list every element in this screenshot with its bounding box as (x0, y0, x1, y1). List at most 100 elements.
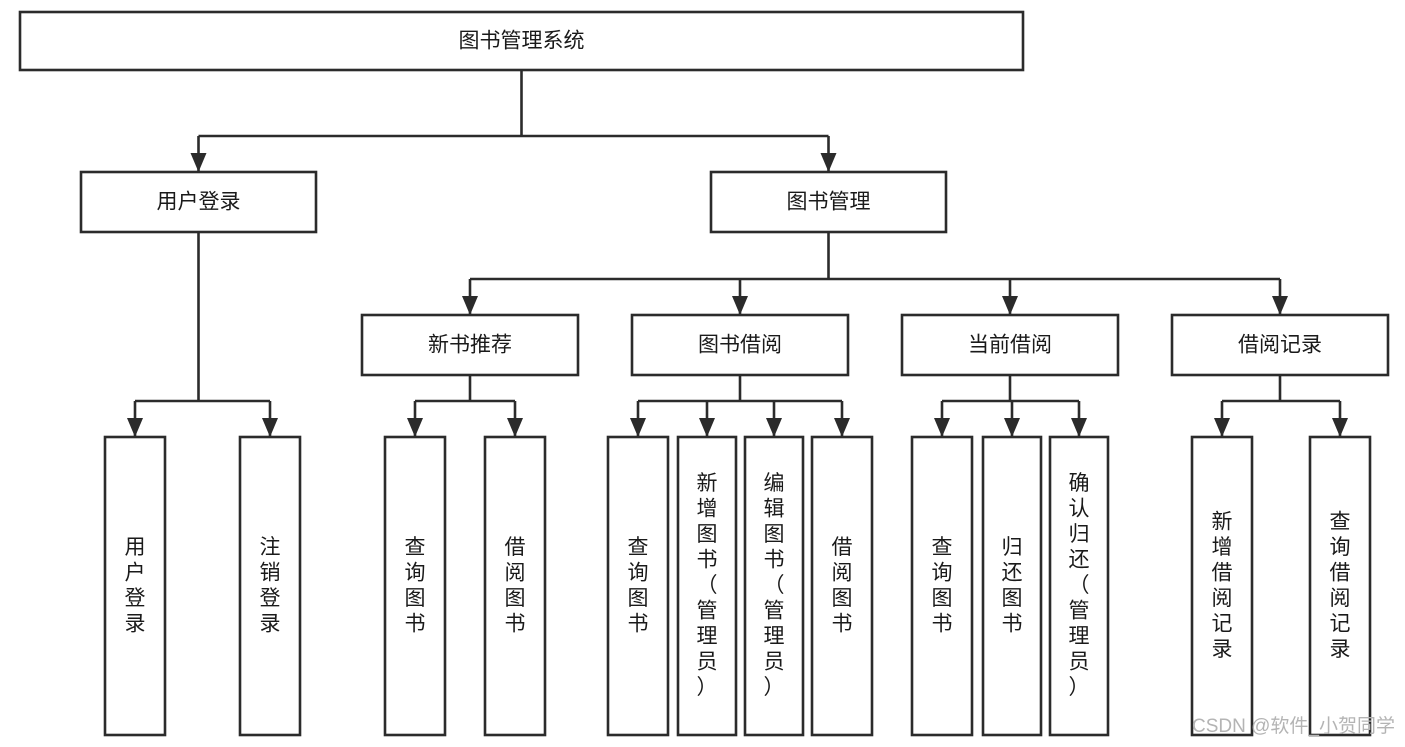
node-box-user-login[interactable] (79, 170, 318, 234)
node-label-char: 理 (764, 625, 785, 648)
node-leaf-user-login[interactable]: 用户登录 (103, 435, 167, 737)
arrow-head-icon (699, 418, 715, 437)
node-leaf-confirm-return-admin[interactable]: 确认归还（管理员） (1048, 435, 1110, 737)
connector-group-root (190, 70, 837, 172)
node-label-char: 理 (1069, 625, 1090, 648)
arrow-head-icon (507, 418, 523, 437)
arrow-head-icon (732, 296, 748, 315)
node-new-book-recommend[interactable]: 新书推荐 (360, 313, 580, 377)
arrow-head-icon (630, 418, 646, 437)
node-leaf-add-book-admin[interactable]: 新增图书（管理员） (676, 435, 738, 737)
node-label-leaf-query-book-borrow: 查询图书 (628, 535, 649, 635)
node-label-char: （ (764, 574, 785, 597)
node-label-char: 图 (505, 586, 526, 609)
node-label-char: 认 (1069, 497, 1090, 520)
node-label-leaf-add-book-admin: 新增图书（管理员） (697, 472, 718, 699)
node-label-char: 辑 (764, 497, 785, 520)
node-label-char: 书 (628, 612, 649, 635)
node-book-borrow[interactable]: 图书借阅 (630, 313, 850, 377)
node-label-char: 员 (764, 650, 785, 673)
arrow-head-icon (1002, 296, 1018, 315)
node-box-leaf-query-book-recommend[interactable] (383, 435, 447, 737)
node-label-char: 询 (628, 561, 649, 584)
connector-group-borrow-record (1214, 375, 1348, 437)
node-box-leaf-add-book-admin[interactable] (676, 435, 738, 737)
arrow-head-icon (1214, 418, 1230, 437)
node-label-char: 查 (628, 535, 649, 558)
node-leaf-query-book-current[interactable]: 查询图书 (910, 435, 974, 737)
node-label-char: 借 (1330, 561, 1351, 584)
node-box-leaf-return-book[interactable] (981, 435, 1043, 737)
node-box-leaf-query-borrow-record[interactable] (1308, 435, 1372, 737)
arrow-head-icon (127, 418, 143, 437)
node-label-char: 图 (832, 586, 853, 609)
node-box-new-book-recommend[interactable] (360, 313, 580, 377)
node-box-leaf-query-book-borrow[interactable] (606, 435, 670, 737)
node-label-char: 新 (697, 472, 718, 495)
node-leaf-query-book-borrow[interactable]: 查询图书 (606, 435, 670, 737)
node-label-char: 新 (1212, 510, 1233, 533)
arrow-head-icon (934, 418, 950, 437)
node-box-leaf-query-book-current[interactable] (910, 435, 974, 737)
node-label-char: 阅 (1330, 586, 1351, 609)
node-label-char: 图 (697, 523, 718, 546)
connector-group-current-borrow (934, 375, 1087, 437)
node-label-char: 录 (125, 612, 146, 635)
arrow-head-icon (766, 418, 782, 437)
node-box-leaf-user-login[interactable] (103, 435, 167, 737)
node-layer: 图书管理系统用户登录图书管理新书推荐图书借阅当前借阅借阅记录用户登录注销登录查询… (18, 10, 1390, 737)
node-box-leaf-logout-login[interactable] (238, 435, 302, 737)
node-label-user-login: 用户登录 (157, 191, 241, 214)
node-label-char: 借 (832, 535, 853, 558)
node-label-char: 借 (1212, 561, 1233, 584)
node-label-char: 理 (697, 625, 718, 648)
node-box-leaf-add-borrow-record[interactable] (1190, 435, 1254, 737)
node-label-char: 图 (932, 586, 953, 609)
node-box-book-borrow[interactable] (630, 313, 850, 377)
node-label-char: 还 (1002, 561, 1023, 584)
node-leaf-edit-book-admin[interactable]: 编辑图书（管理员） (743, 435, 805, 737)
node-label-new-book-recommend: 新书推荐 (428, 334, 512, 357)
node-box-root[interactable] (18, 10, 1025, 72)
node-label-leaf-return-book: 归还图书 (1002, 535, 1023, 635)
arrow-head-icon (1071, 418, 1087, 437)
node-label-char: 阅 (832, 561, 853, 584)
arrow-head-icon (407, 418, 423, 437)
connector-group-book-management (462, 232, 1288, 315)
node-label-char: 归 (1069, 523, 1090, 546)
arrow-head-icon (820, 153, 837, 172)
node-leaf-borrow-book-recommend[interactable]: 借阅图书 (483, 435, 547, 737)
node-label-char: 还 (1069, 548, 1090, 571)
node-label-leaf-query-book-recommend: 查询图书 (405, 535, 426, 635)
node-borrow-record[interactable]: 借阅记录 (1170, 313, 1390, 377)
node-label-char: 借 (505, 535, 526, 558)
node-root[interactable]: 图书管理系统 (18, 10, 1025, 72)
node-label-leaf-query-book-current: 查询图书 (932, 535, 953, 635)
node-label-char: 询 (932, 561, 953, 584)
node-box-current-borrow[interactable] (900, 313, 1120, 377)
node-leaf-query-borrow-record[interactable]: 查询借阅记录 (1308, 435, 1372, 737)
node-label-char: 员 (697, 650, 718, 673)
node-leaf-query-book-recommend[interactable]: 查询图书 (383, 435, 447, 737)
node-current-borrow[interactable]: 当前借阅 (900, 313, 1120, 377)
node-leaf-logout-login[interactable]: 注销登录 (238, 435, 302, 737)
node-leaf-return-book[interactable]: 归还图书 (981, 435, 1043, 737)
node-box-leaf-edit-book-admin[interactable] (743, 435, 805, 737)
node-leaf-add-borrow-record[interactable]: 新增借阅记录 (1190, 435, 1254, 737)
node-box-leaf-borrow-book-recommend[interactable] (483, 435, 547, 737)
node-label-leaf-query-borrow-record: 查询借阅记录 (1330, 510, 1351, 661)
node-label-char: 销 (260, 561, 281, 584)
node-box-leaf-confirm-return-admin[interactable] (1048, 435, 1110, 737)
node-box-book-management[interactable] (709, 170, 948, 234)
node-box-borrow-record[interactable] (1170, 313, 1390, 377)
arrow-head-icon (262, 418, 278, 437)
node-label-char: 查 (932, 535, 953, 558)
node-label-char: 图 (1002, 586, 1023, 609)
node-book-management[interactable]: 图书管理 (709, 170, 948, 234)
arrow-head-icon (1332, 418, 1348, 437)
node-box-leaf-borrow-book[interactable] (810, 435, 874, 737)
node-label-char: 书 (764, 548, 785, 571)
node-leaf-borrow-book[interactable]: 借阅图书 (810, 435, 874, 737)
node-label-char: 录 (1212, 637, 1233, 660)
node-user-login[interactable]: 用户登录 (79, 170, 318, 234)
